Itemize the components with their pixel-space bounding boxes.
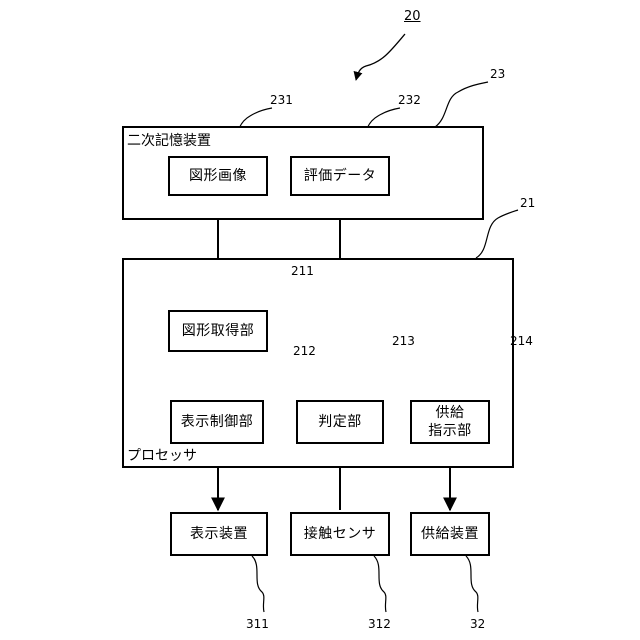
figure-acquisition-label: 図形取得部 bbox=[182, 322, 255, 340]
leader-32 bbox=[466, 556, 478, 612]
secondary-storage-label: 二次記憶装置 bbox=[127, 130, 211, 150]
ref-212: 212 bbox=[293, 344, 316, 358]
ref-232: 232 bbox=[398, 93, 421, 107]
evaluation-data-label: 評価データ bbox=[304, 167, 377, 185]
contact-sensor-box: 接触センサ bbox=[290, 512, 390, 556]
display-device-label: 表示装置 bbox=[190, 525, 248, 543]
judgment-box: 判定部 bbox=[296, 400, 384, 444]
ref-312: 312 bbox=[368, 617, 391, 631]
supply-device-label: 供給装置 bbox=[421, 525, 479, 543]
display-device-box: 表示装置 bbox=[170, 512, 268, 556]
supply-instruction-label: 供給 指示部 bbox=[428, 404, 472, 440]
processor-label: プロセッサ bbox=[127, 445, 197, 465]
supply-instruction-box: 供給 指示部 bbox=[410, 400, 490, 444]
ref-311: 311 bbox=[246, 617, 269, 631]
leader-312 bbox=[374, 556, 386, 612]
ref-231: 231 bbox=[270, 93, 293, 107]
figure-acquisition-box: 図形取得部 bbox=[168, 310, 268, 352]
judgment-label: 判定部 bbox=[318, 413, 362, 431]
display-control-label: 表示制御部 bbox=[181, 413, 254, 431]
ref-214: 214 bbox=[510, 334, 533, 348]
ref-213: 213 bbox=[392, 334, 415, 348]
supply-device-box: 供給装置 bbox=[410, 512, 490, 556]
figure-pointer-arrow bbox=[356, 34, 405, 80]
ref-23: 23 bbox=[490, 67, 505, 81]
leader-311 bbox=[252, 556, 264, 612]
ref-211: 211 bbox=[291, 264, 314, 278]
figure-image-label: 図形画像 bbox=[189, 167, 247, 185]
display-control-box: 表示制御部 bbox=[170, 400, 264, 444]
evaluation-data-box: 評価データ bbox=[290, 156, 390, 196]
contact-sensor-label: 接触センサ bbox=[304, 525, 377, 543]
ref-32: 32 bbox=[470, 617, 485, 631]
figure-reference-number: 20 bbox=[404, 9, 421, 24]
leader-23 bbox=[435, 82, 488, 127]
figure-image-box: 図形画像 bbox=[168, 156, 268, 196]
ref-21: 21 bbox=[520, 196, 535, 210]
